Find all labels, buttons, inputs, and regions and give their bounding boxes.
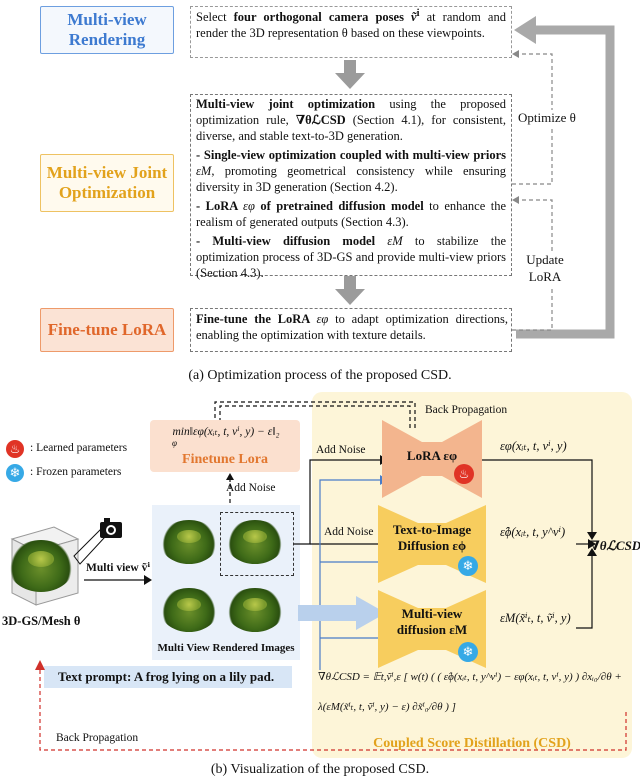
back-propagation-top: Back Propagation [425,404,508,416]
gradient-label: ∇θℒCSD [590,538,640,553]
add-noise-2: Add Noise [324,526,374,538]
update-lora-label: Update LoRA [522,252,568,286]
legend-learned: : Learned parameters [30,442,128,454]
stage2-bullet-1: - Single-view optimization coupled with … [196,148,506,194]
csd-label: Coupled Score Distillation (CSD) [373,736,571,751]
stage1-description: Select four orthogonal camera poses ṽi a… [196,8,506,41]
rendered-images-label: Multi View Rendered Images [157,642,295,654]
render-frog-4 [226,588,284,632]
stage3-description-box [190,308,512,352]
finetune-lora-label: Finetune Lora [182,452,268,467]
down-arrow-2 [335,276,365,305]
camera-icon [73,518,122,565]
add-noise-1: Add Noise [316,444,366,456]
stage2-bullet-2: - LoRA εφ of pretrained diffusion model … [196,199,507,229]
formula-line-1: ∇θℒCSD = 𝔼t,ṽⁱ,ε [ w(t) ( ( ε̂ϕ(xᵢₜ, t, … [318,671,622,683]
lora-flame-icon: ♨ [454,464,474,484]
mesh-label: 3D-GS/Mesh θ [2,614,81,628]
stage1-description-box [190,6,512,58]
stage-label: Multi-view Rendering [67,10,147,49]
output-t2i: ε̂ϕ(xᵢₜ, t, y^vⁱ) [500,525,566,539]
render-frog-2 [226,520,284,564]
stage-label: Multi-view Joint Optimization [46,163,168,202]
caption-a: (a) Optimization process of the proposed… [188,368,452,383]
stage2-intro: Multi-view joint optimization using the … [196,97,507,143]
mv-snowflake-icon: ❄ [458,642,478,662]
big-blue-arrow [298,596,386,630]
stage3-description: Fine-tune the LoRA εφ to adapt optimizat… [196,312,508,342]
formula-line-2: λ(εM(x̃ⁱₜ, t, ṽⁱ, y) − ε) ∂x̃ⁱ₀/∂θ ) ] [318,701,456,713]
add-noise-3: Add Noise [226,482,276,494]
down-arrow-1 [335,60,365,89]
stage2-bullet-3: - Multi-view diffusion model εM to stabi… [196,234,506,280]
stage2-description-box [190,94,512,276]
text-prompt: Text prompt: A frog lying on a lily pad. [44,666,292,688]
stage-finetune-lora: Fine-tune LoRA [40,308,174,352]
output-mv: εM(x̃ⁱₜ, t, ṽⁱ, y) [500,611,571,625]
optimize-label: Optimize θ [516,110,578,126]
t2i-snowflake-icon: ❄ [458,556,478,576]
finetune-equation: min‖εφ(xᵢₜ, t, vⁱ, y) − ε‖₂ [172,426,280,438]
lora-network-label: LoRA εφ [406,448,458,463]
legend-frozen: : Frozen parameters [30,466,122,478]
back-propagation-bottom: Back Propagation [56,732,139,744]
back-propagation-bottom-arrow [35,660,627,751]
finetune-lora-box [150,420,300,472]
finetune-equation-sub: φ [172,438,177,448]
selected-view-box [220,512,294,576]
render-frog-3 [160,588,218,632]
snowflake-icon: ❄ [6,464,24,482]
mesh-frog-image [8,540,74,592]
output-lora: εφ(xᵢₜ, t, vⁱ, y) [500,439,567,453]
add-noise-up-arrow [226,473,234,510]
stage-multiview-rendering: Multi-view Rendering [40,6,174,54]
render-frog-1 [160,520,218,564]
multiview-arrow [84,575,152,585]
multiview-label: Multi view ṽⁱ [86,562,151,574]
stage-label: Fine-tune LoRA [47,320,167,340]
flame-icon: ♨ [6,440,24,458]
loop-arrows [512,16,615,339]
stage-multiview-joint-optimization: Multi-view Joint Optimization [40,154,174,212]
caption-b: (b) Visualization of the proposed CSD. [210,762,430,777]
stage2-description: Multi-view joint optimization using the … [196,96,506,281]
